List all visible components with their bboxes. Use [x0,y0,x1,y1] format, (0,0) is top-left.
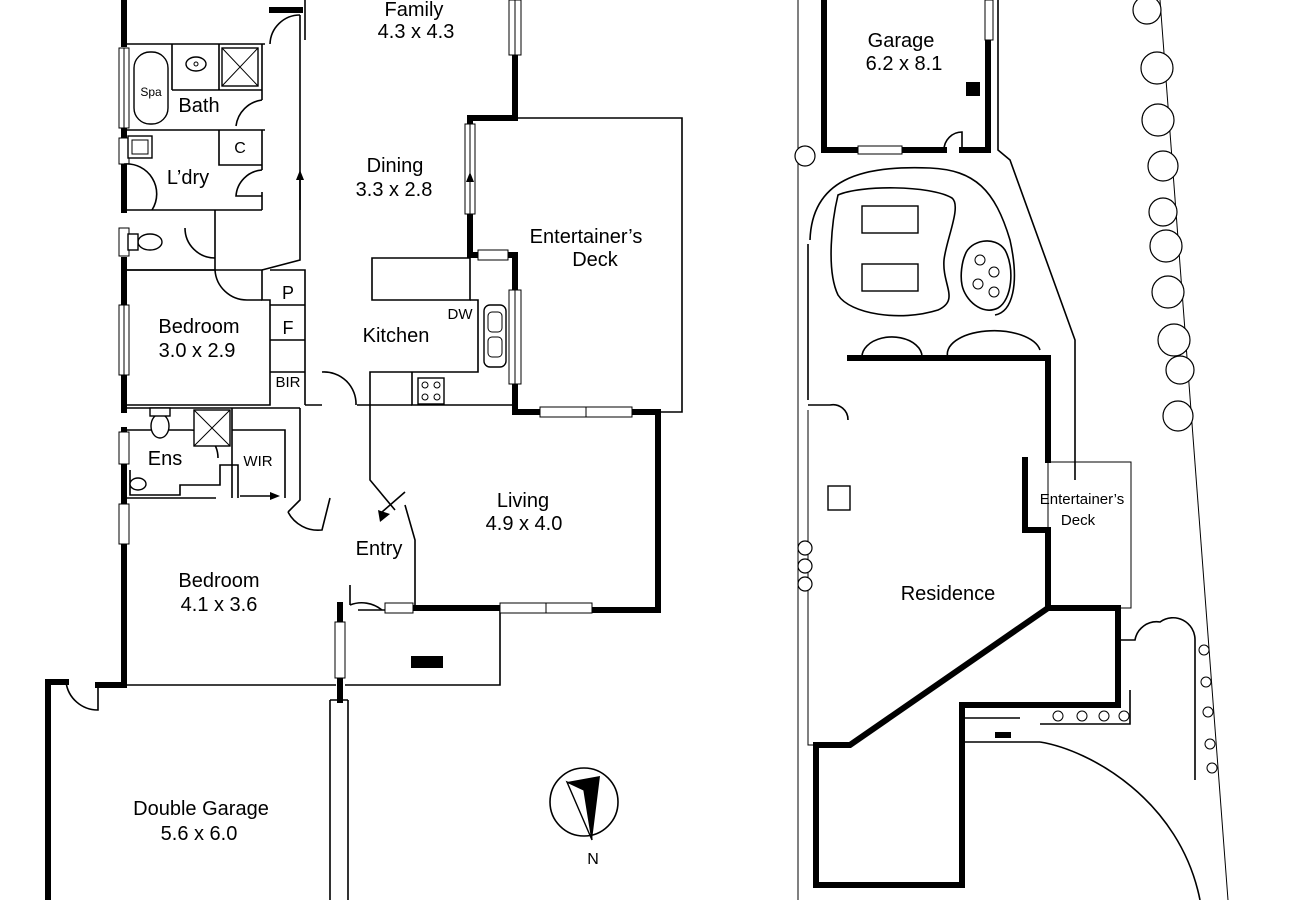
room-entry-name: Entry [356,538,403,560]
room-kitchen-name: Kitchen [363,325,430,347]
north-label: N [587,851,599,868]
room-dining-size: 3.3 x 2.8 [356,179,433,201]
site-plan: Garage 6.2 x 8.1 Residence Entertainer’s… [794,0,1229,900]
north-arrow [549,767,619,841]
room-pantry-name: P [282,283,294,303]
room-living-size: 4.9 x 4.0 [486,513,563,535]
room-bir-name: BIR [275,374,300,391]
site-landscaping [794,0,1218,774]
room-bath-name: Bath [178,95,219,117]
site-boundary-east [1159,0,1229,900]
floor-plan-walls [45,0,661,900]
floor-plan-windows [118,0,633,679]
site-deck-line1: Entertainer’s [1040,491,1125,508]
room-living-name: Living [497,490,549,512]
floor-plan-interior-lines [123,0,683,900]
floor-plan-labels: Family 4.3 x 4.3 Spa Bath C L’dry Dining… [133,0,642,868]
room-wir-name: WIR [243,453,272,470]
room-deck-line2: Deck [572,249,619,271]
room-bedroom1-name: Bedroom [178,570,259,592]
room-dining-name: Dining [367,155,424,177]
site-residence-name: Residence [901,583,996,605]
room-bedroom2-name: Bedroom [158,316,239,338]
room-fridge-name: F [283,318,294,338]
room-cupboard-name: C [234,140,246,157]
room-bedroom1-size: 4.1 x 3.6 [181,594,258,616]
room-bedroom2-size: 3.0 x 2.9 [159,340,236,362]
site-deck-line2: Deck [1061,512,1096,529]
floor-plan-fixtures [127,47,507,668]
site-garage-name: Garage [868,30,935,52]
room-ensuite-name: Ens [148,448,182,470]
room-garage-size: 5.6 x 6.0 [161,823,238,845]
site-garage-size: 6.2 x 8.1 [866,53,943,75]
site-residence-walls [813,355,1121,888]
room-laundry-name: L’dry [167,167,209,189]
room-dishwasher-name: DW [448,306,474,323]
room-garage-name: Double Garage [133,798,269,820]
site-deck-outline [1047,461,1132,609]
room-deck-line1: Entertainer’s [530,226,643,248]
room-spa-name: Spa [140,85,162,99]
site-garage-walls [821,0,991,153]
room-family-name: Family [385,0,444,21]
room-family-size: 4.3 x 4.3 [378,21,455,43]
